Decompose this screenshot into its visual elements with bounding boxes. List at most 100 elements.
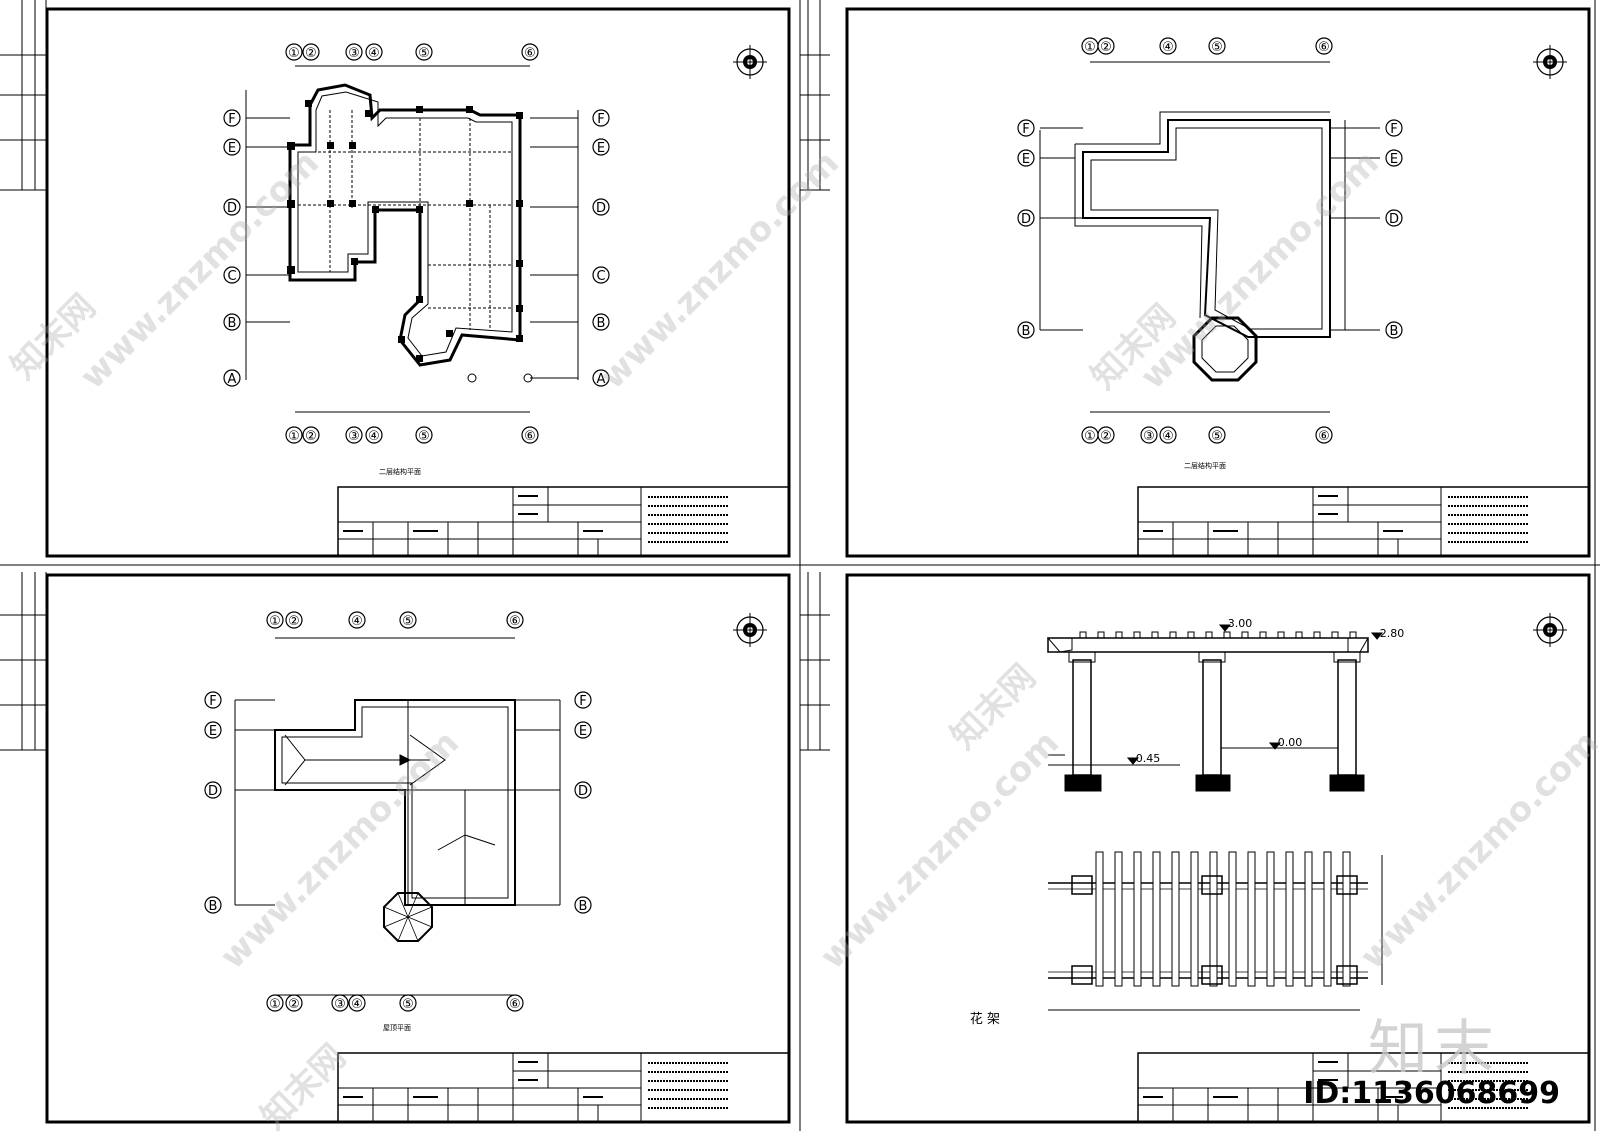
title-block (337, 1052, 790, 1123)
axis-bubble-5: ⑤ (399, 611, 417, 629)
axis-bubble-4: ④ (1159, 37, 1177, 55)
svg-text:B: B (209, 899, 218, 914)
north-arrow-icon (1533, 45, 1567, 79)
svg-text:⑥: ⑥ (509, 614, 521, 629)
axis-bubble-3: ③ (1140, 426, 1158, 444)
svg-text:C: C (227, 269, 236, 284)
north-arrow-icon (733, 613, 767, 647)
axis-bubble-1: ① (285, 426, 303, 444)
svg-text:F: F (1022, 122, 1029, 137)
svg-text:D: D (1021, 212, 1031, 227)
north-arrows (733, 45, 1567, 647)
svg-text:⑤: ⑤ (418, 46, 430, 61)
axis-bubble-E: E (1017, 149, 1035, 167)
axis-bubble-6: ⑥ (521, 426, 539, 444)
svg-text:E: E (597, 141, 605, 156)
axis-bubble-3: ③ (345, 43, 363, 61)
axis-bubble-F: F (223, 109, 241, 127)
axis-bubble-E: E (1385, 149, 1403, 167)
pergola-plan (1048, 851, 1383, 1011)
axis-bubble-E: E (223, 138, 241, 156)
axis-bubble-B: B (223, 313, 241, 331)
axis-bubble-5: ⑤ (399, 994, 417, 1012)
axis-bubble-D: D (592, 198, 610, 216)
svg-text:D: D (227, 201, 237, 216)
axis-bubble-2: ② (302, 43, 320, 61)
axis-bubble-2: ② (302, 426, 320, 444)
axis-bubble-5: ⑤ (1208, 37, 1226, 55)
axis-bubble-6: ⑥ (1315, 37, 1333, 55)
axis-bubble-2: ② (1097, 426, 1115, 444)
svg-text:E: E (228, 141, 236, 156)
svg-text:D: D (208, 784, 218, 799)
svg-text:⑤: ⑤ (402, 614, 414, 629)
binding-strip-mid-top (800, 0, 830, 191)
svg-text:C: C (596, 269, 605, 284)
plan-3-roof (234, 637, 561, 996)
svg-text:⑤: ⑤ (402, 997, 414, 1012)
svg-text:D: D (578, 784, 588, 799)
svg-text:⑥: ⑥ (524, 429, 536, 444)
axis-bubble-C: C (592, 266, 610, 284)
image-id: ID:1136068699 (1303, 1076, 1560, 1111)
svg-text:F: F (597, 112, 604, 127)
svg-text:④: ④ (368, 429, 380, 444)
axis-bubble-2: ② (1097, 37, 1115, 55)
svg-text:④: ④ (1162, 429, 1174, 444)
axis-bubble-4: ④ (348, 994, 366, 1012)
axis-bubble-4: ④ (1159, 426, 1177, 444)
axis-bubble-A: A (223, 369, 241, 387)
axis-bubble-4: ④ (365, 43, 383, 61)
axis-bubble-D: D (1017, 209, 1035, 227)
axis-bubble-B: B (204, 896, 222, 914)
svg-text:F: F (228, 112, 235, 127)
svg-text:B: B (1390, 324, 1399, 339)
svg-text:E: E (1022, 152, 1030, 167)
axis-bubble-D: D (204, 781, 222, 799)
axis-bubble-1: ① (285, 43, 303, 61)
panel-2-caption: 二层结构平面 (1184, 461, 1226, 470)
svg-text:F: F (1390, 122, 1397, 137)
axis-bubble-1: ① (266, 611, 284, 629)
axis-bubble-B: B (1385, 321, 1403, 339)
svg-text:F: F (209, 694, 216, 709)
title-blocks (337, 486, 1590, 1123)
title-block (1137, 486, 1590, 557)
svg-text:F: F (579, 694, 586, 709)
svg-text:A: A (228, 372, 237, 387)
plan-1-structure (245, 65, 579, 413)
panel-3-caption: 屋顶平面 (383, 1024, 411, 1032)
svg-text:E: E (579, 724, 587, 739)
axis-bubble-2: ② (285, 611, 303, 629)
svg-text:①: ① (288, 429, 300, 444)
axis-bubble-F: F (1385, 119, 1403, 137)
logo-text: 知末 (1368, 1014, 1500, 1084)
svg-text:①: ① (1084, 429, 1096, 444)
svg-text:②: ② (1100, 429, 1112, 444)
axis-bubble-6: ⑥ (506, 994, 524, 1012)
level-label: 0.00 (1278, 736, 1303, 749)
axis-bubble-E: E (592, 138, 610, 156)
svg-text:⑥: ⑥ (509, 997, 521, 1012)
axis-bubble-1: ① (1081, 426, 1099, 444)
svg-text:②: ② (305, 429, 317, 444)
svg-text:D: D (1389, 212, 1399, 227)
axis-bubble-F: F (204, 691, 222, 709)
title-block (1137, 1052, 1590, 1123)
svg-text:B: B (1022, 324, 1031, 339)
axis-bubble-F: F (592, 109, 610, 127)
svg-text:③: ③ (348, 46, 360, 61)
svg-text:①: ① (269, 997, 281, 1012)
svg-text:③: ③ (1143, 429, 1155, 444)
axis-bubble-C: C (223, 266, 241, 284)
svg-text:⑥: ⑥ (524, 46, 536, 61)
svg-text:D: D (596, 201, 606, 216)
pergola-elevation (1046, 624, 1384, 792)
axis-bubble-B: B (574, 896, 592, 914)
level-label: 2.80 (1380, 627, 1405, 640)
svg-text:⑥: ⑥ (1318, 40, 1330, 55)
svg-text:④: ④ (351, 614, 363, 629)
axis-bubble-D: D (223, 198, 241, 216)
